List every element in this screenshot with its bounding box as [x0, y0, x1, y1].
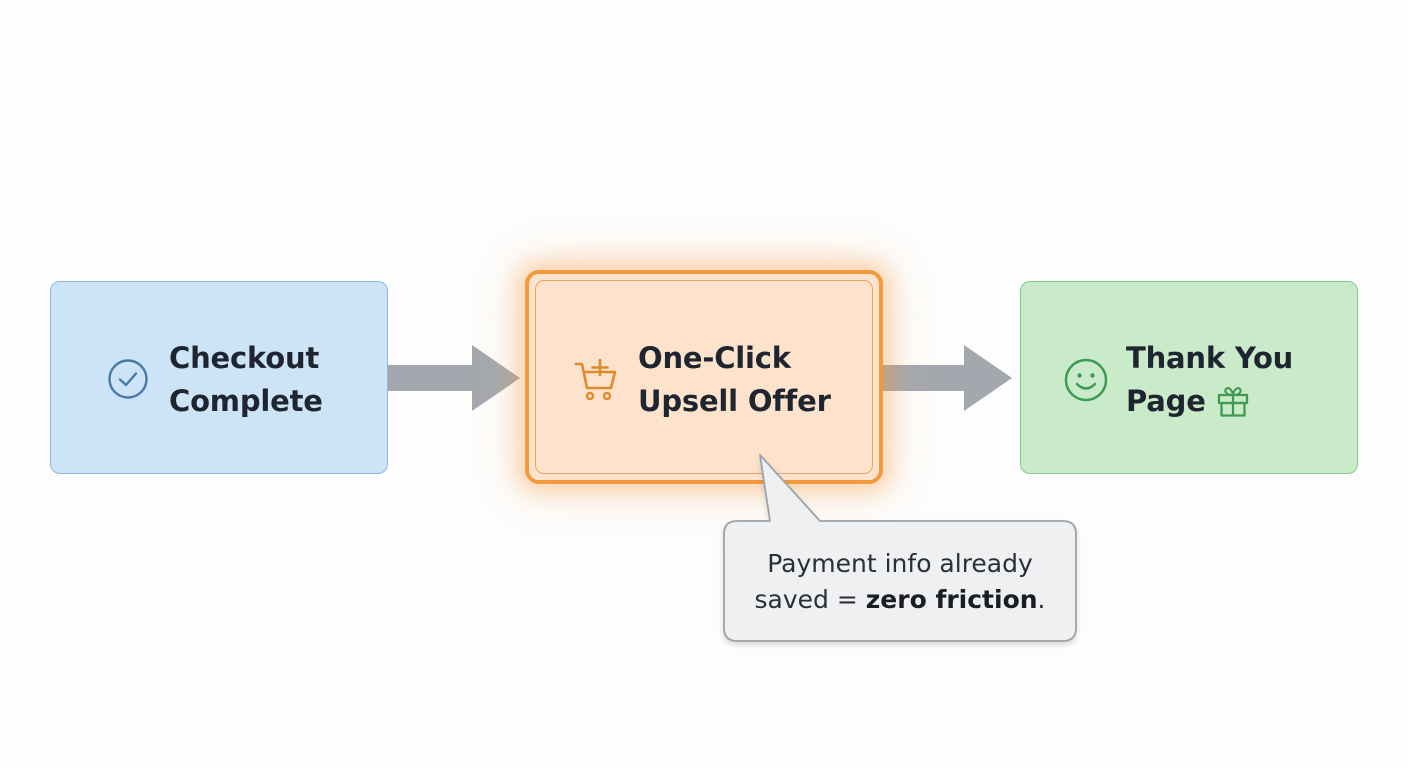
callout-bubble — [723, 454, 1077, 642]
step-checkout-line-1: Checkout — [169, 341, 320, 375]
callout-line-1: Payment info already — [767, 549, 1033, 578]
step-checkout-label: Checkout Complete — [169, 337, 323, 423]
step-thanks-line-2: Page — [1126, 380, 1293, 423]
callout-line-2: saved = zero friction. — [724, 582, 1076, 618]
check-circle-icon — [108, 359, 148, 399]
step-thanks-line-1: Thank You — [1126, 341, 1294, 375]
callout-emphasis: zero friction — [865, 585, 1038, 614]
step-checkout-line-2: Complete — [169, 384, 323, 418]
cart-plus-icon — [574, 358, 617, 401]
gift-icon — [1217, 387, 1249, 417]
step-upsell-line-1: One-Click — [638, 341, 791, 375]
step-upsell-line-2: Upsell Offer — [638, 384, 831, 418]
step-thank-you-page: Thank You Page — [1020, 281, 1358, 474]
callout-line-2-prefix: saved = — [754, 585, 866, 614]
step-thanks-line-2-text: Page — [1126, 384, 1206, 418]
step-checkout-complete: Checkout Complete — [50, 281, 388, 474]
smiley-icon — [1064, 358, 1108, 402]
arrow-checkout-to-upsell — [388, 345, 520, 411]
step-thanks-label: Thank You Page — [1126, 337, 1293, 423]
callout-line-2-suffix: . — [1037, 585, 1046, 614]
arrow-upsell-to-thanks — [883, 345, 1012, 411]
callout-text: Payment info already saved = zero fricti… — [724, 546, 1076, 618]
step-upsell-label: One-Click Upsell Offer — [638, 337, 831, 423]
